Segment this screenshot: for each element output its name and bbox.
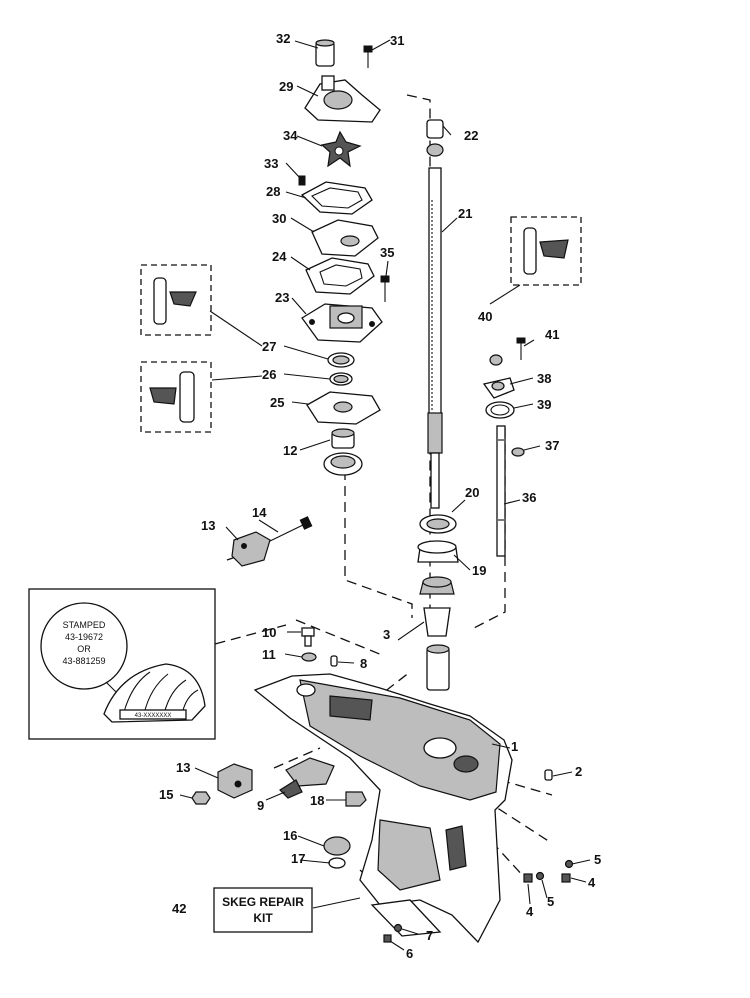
oil-seal — [329, 372, 353, 386]
callout-22: 22 — [464, 128, 478, 143]
washer — [301, 652, 317, 662]
callout-29: 29 — [279, 79, 293, 94]
oil-seal — [327, 352, 355, 368]
stamp-line-2: 43-19672 — [65, 632, 103, 642]
detail-box — [140, 264, 212, 336]
callout-24: 24 — [272, 249, 287, 264]
callout-28: 28 — [266, 184, 280, 199]
callout-39: 39 — [537, 397, 551, 412]
seal-pair — [323, 428, 363, 476]
callout-23: 23 — [275, 290, 289, 305]
callout-7: 7 — [426, 928, 433, 943]
callout-30: 30 — [272, 211, 286, 226]
gasket-plate — [306, 391, 381, 425]
callout-5: 5 — [547, 894, 554, 909]
leader-lines — [179, 39, 591, 951]
pump-body — [304, 75, 381, 123]
stamp-line-3: OR — [77, 644, 91, 654]
impeller — [320, 130, 362, 168]
gear-tag-text: 43-XXXXXXX — [135, 713, 172, 719]
callout-3: 3 — [383, 627, 390, 642]
callout-16: 16 — [283, 828, 297, 843]
skeg-box-line-2: KIT — [253, 911, 273, 925]
bearing-stack — [417, 514, 459, 691]
face-plate — [311, 219, 379, 257]
screw — [383, 923, 403, 943]
pump-base — [301, 303, 383, 343]
callout-32: 32 — [276, 31, 290, 46]
nut — [345, 791, 367, 807]
skeg-box-line-1: SKEG REPAIR — [222, 895, 304, 909]
callout-26: 26 — [262, 367, 276, 382]
pump-insert — [315, 39, 335, 67]
callout-31: 31 — [390, 33, 404, 48]
callout-2: 2 — [575, 764, 582, 779]
callout-38: 38 — [537, 371, 551, 386]
callout-40: 40 — [478, 309, 492, 324]
gear-housing — [253, 673, 513, 944]
water-pump-group — [298, 39, 390, 476]
callout-21: 21 — [458, 206, 472, 221]
callout-9: 9 — [257, 798, 264, 813]
callout-14: 14 — [252, 505, 267, 520]
callout-36: 36 — [522, 490, 536, 505]
skeg-repair-kit-box: SKEG REPAIR KIT — [213, 887, 313, 933]
gasket-lower — [305, 257, 375, 295]
callout-34: 34 — [283, 128, 298, 143]
stamp-line-4: 43-881259 — [62, 656, 105, 666]
callout-4: 4 — [588, 875, 596, 890]
callout-11: 11 — [262, 647, 276, 662]
drive-shaft — [426, 119, 444, 509]
anode — [231, 531, 271, 567]
screw — [523, 873, 571, 883]
callout-25: 25 — [270, 395, 284, 410]
gear-stamp-inset: STAMPED 43-19672 OR 43-881259 43-XXXXXXX — [28, 588, 216, 740]
callout-35: 35 — [380, 245, 394, 260]
callout-12: 12 — [283, 443, 297, 458]
callout-8: 8 — [360, 656, 367, 671]
callout-5: 5 — [594, 852, 601, 867]
impeller-key — [298, 175, 306, 186]
gasket — [300, 181, 373, 215]
washer — [535, 859, 574, 881]
callout-20: 20 — [465, 485, 479, 500]
callout-42: 42 — [172, 901, 186, 916]
nut — [191, 791, 211, 805]
bolt — [301, 627, 315, 647]
small-parts — [191, 627, 574, 943]
callout-labels: 1 2 3 4 4 5 5 6 7 8 9 10 11 12 13 13 14 … — [159, 31, 601, 961]
callout-1: 1 — [511, 739, 518, 754]
callout-33: 33 — [264, 156, 278, 171]
shift-shaft — [482, 337, 526, 557]
callout-27: 27 — [262, 339, 276, 354]
callout-41: 41 — [545, 327, 559, 342]
callout-15: 15 — [159, 787, 173, 802]
trim-tab — [279, 757, 335, 799]
callout-13: 13 — [201, 518, 215, 533]
screw — [380, 275, 390, 302]
callout-13: 13 — [176, 760, 190, 775]
callout-37: 37 — [545, 438, 559, 453]
plug — [330, 655, 338, 667]
trim-tab-bolt — [267, 516, 313, 543]
detail-box — [140, 361, 212, 433]
detail-box — [510, 216, 582, 286]
screw — [363, 45, 373, 68]
callout-18: 18 — [310, 793, 324, 808]
stamp-line-1: STAMPED — [63, 620, 106, 630]
callout-4: 4 — [526, 904, 534, 919]
callout-19: 19 — [472, 563, 486, 578]
callout-10: 10 — [262, 625, 276, 640]
gear-assembly — [323, 836, 351, 869]
callout-6: 6 — [406, 946, 413, 961]
callout-17: 17 — [291, 851, 305, 866]
plug — [544, 769, 553, 781]
anode — [217, 763, 253, 799]
